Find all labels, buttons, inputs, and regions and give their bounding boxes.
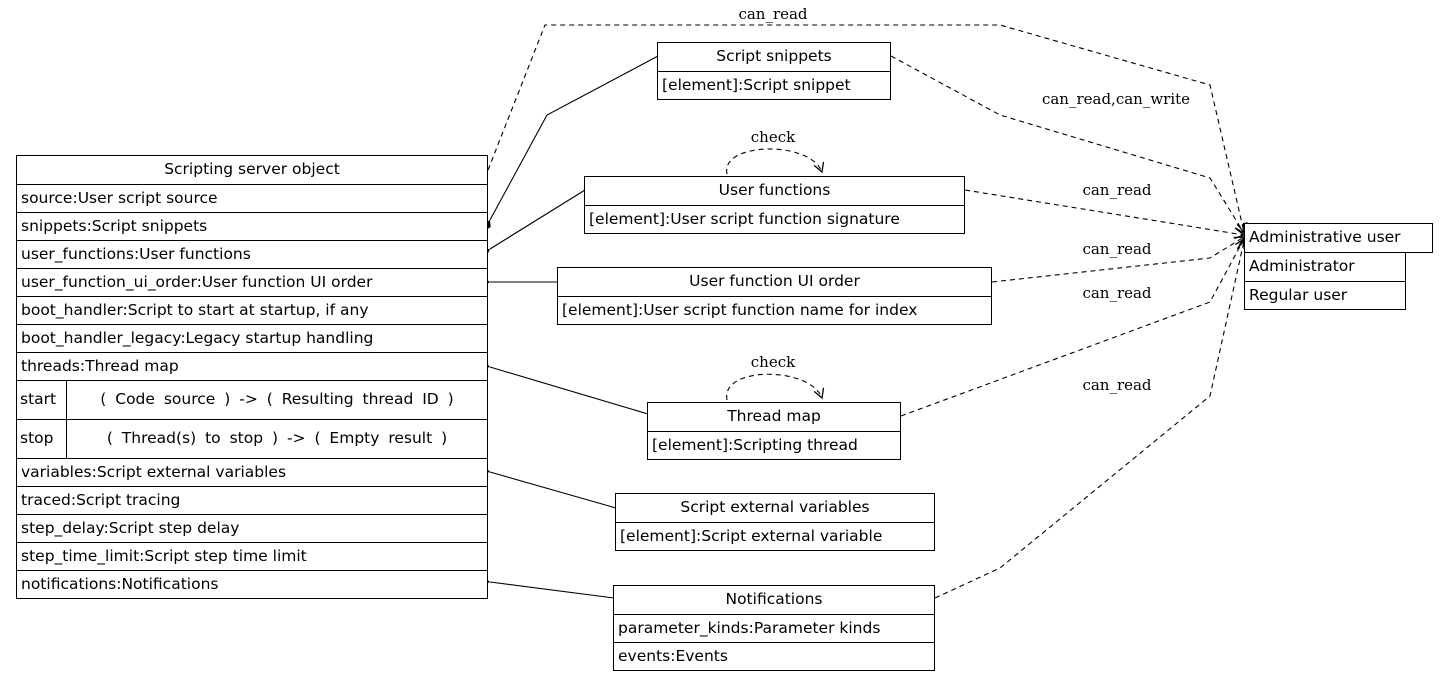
user-functions-node: User functions [element]:User script fun… <box>584 176 965 234</box>
main-object-title: Scripting server object <box>164 160 340 178</box>
method-start-signature: ( Code source ) -> ( Resulting thread ID… <box>100 390 454 408</box>
self-loop-thread-map <box>726 373 825 401</box>
script-snippets-row: [element]:Script snippet <box>658 71 890 99</box>
edge-notifications-access <box>934 239 1248 599</box>
user-functions-title: User functions <box>718 181 831 199</box>
user-functions-row: [element]:User script function signature <box>585 205 964 233</box>
edge-variables <box>478 466 617 509</box>
field-boot-handler-legacy: boot_handler_legacy:Legacy startup handl… <box>17 324 487 352</box>
field-variables: variables:Script external variables <box>17 458 487 486</box>
external-variables-title: Script external variables <box>680 498 870 516</box>
edge-user-functions <box>479 189 586 256</box>
scripting-server-object-node: Scripting server object source:User scri… <box>16 155 488 599</box>
edge-snippets <box>483 55 659 231</box>
field-snippets: snippets:Script snippets <box>17 212 487 240</box>
field-source: source:User script source <box>17 184 487 212</box>
method-stop-signature: ( Thread(s) to stop ) -> ( Empty result … <box>106 429 448 447</box>
edge-ui-order-access <box>991 236 1246 283</box>
notifications-node: Notifications parameter_kinds:Parameter … <box>613 585 935 671</box>
edge-label-ui-order-access: can_read <box>1082 240 1151 258</box>
self-loop-user-functions <box>726 148 825 175</box>
edge-label-snippets-access: can_read,can_write <box>1042 90 1190 108</box>
method-stop-name: stop <box>17 420 67 458</box>
field-notifications: notifications:Notifications <box>17 570 487 598</box>
self-loop-label-user-functions: check <box>751 128 796 146</box>
edge-user-functions-access <box>964 189 1246 240</box>
field-boot-handler: boot_handler:Script to start at startup,… <box>17 296 487 324</box>
ui-order-node: User function UI order [element]:User sc… <box>557 267 992 325</box>
thread-map-node: Thread map [element]:Scripting thread <box>647 402 901 460</box>
role-administrative-user: Administrative user <box>1244 223 1433 253</box>
method-start-name: start <box>17 381 67 419</box>
role-regular-user: Regular user <box>1245 281 1405 309</box>
edge-label-user-functions-access: can_read <box>1082 181 1151 199</box>
field-user-functions: user_functions:User functions <box>17 240 487 268</box>
field-step-time-limit: step_time_limit:Script step time limit <box>17 542 487 570</box>
notifications-row-parameter-kinds: parameter_kinds:Parameter kinds <box>614 614 934 642</box>
field-user-function-ui-order: user_function_ui_order:User function UI … <box>17 268 487 296</box>
field-step-delay: step_delay:Script step delay <box>17 514 487 542</box>
script-snippets-node: Script snippets [element]:Script snippet <box>657 42 891 100</box>
external-variables-node: Script external variables [element]:Scri… <box>615 493 935 551</box>
thread-map-title: Thread map <box>727 407 821 425</box>
external-variables-row: [element]:Script external variable <box>616 522 934 550</box>
edge-thread-map-access <box>900 237 1245 417</box>
notifications-title: Notifications <box>725 590 823 608</box>
thread-map-row: [element]:Scripting thread <box>648 431 900 459</box>
roles-node: Administrative user Administrator Regula… <box>1244 223 1433 310</box>
ui-order-row: [element]:User script function name for … <box>558 296 991 324</box>
edge-threads <box>478 361 649 415</box>
edge-label-thread-map-access: can_read <box>1082 284 1151 302</box>
method-stop: stop ( Thread(s) to stop ) -> ( Empty re… <box>17 419 487 458</box>
role-administrative-user-label: Administrative user <box>1249 228 1401 246</box>
edge-main-can-read <box>487 24 1248 234</box>
script-snippets-title: Script snippets <box>716 47 832 65</box>
method-start: start ( Code source ) -> ( Resulting thr… <box>17 380 487 419</box>
edge-label-main-can-read: can_read <box>738 5 807 23</box>
field-threads: threads:Thread map <box>17 352 487 380</box>
ui-order-title: User function UI order <box>689 272 860 290</box>
notifications-row-events: events:Events <box>614 642 934 670</box>
role-administrator: Administrator <box>1249 257 1355 275</box>
self-loop-label-thread-map: check <box>751 353 796 371</box>
field-traced: traced:Script tracing <box>17 486 487 514</box>
role-list: Administrator Regular user <box>1244 252 1406 310</box>
edge-notifications <box>478 577 615 599</box>
edge-label-notifications-access: can_read <box>1082 376 1151 394</box>
